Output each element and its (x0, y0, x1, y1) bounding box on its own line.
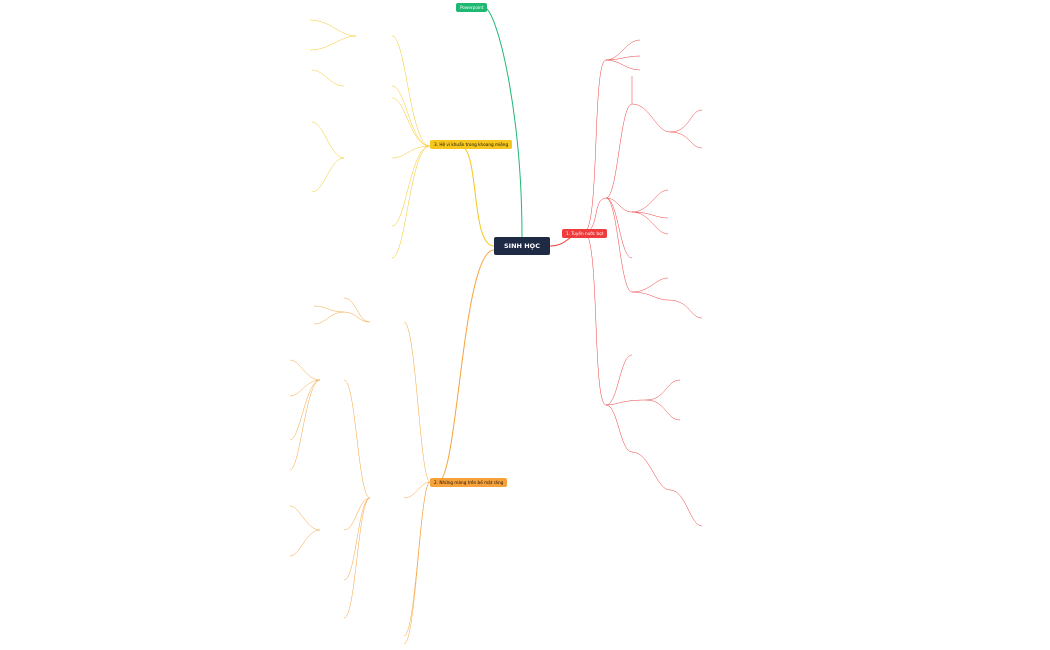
branch-oral-microbiota[interactable]: 3. Hệ vi khuẩn trong khoang miệng (430, 140, 513, 149)
branch-tooth-surface-films[interactable]: 2. Những màng trên bề mặt răng (430, 478, 508, 487)
branch-powerpoint[interactable]: Powerpoint (456, 3, 488, 12)
branch-salivary-glands[interactable]: 1. Tuyến nước bọt (562, 229, 608, 238)
central-topic[interactable]: SINH HỌC MIỆNG (494, 237, 550, 268)
